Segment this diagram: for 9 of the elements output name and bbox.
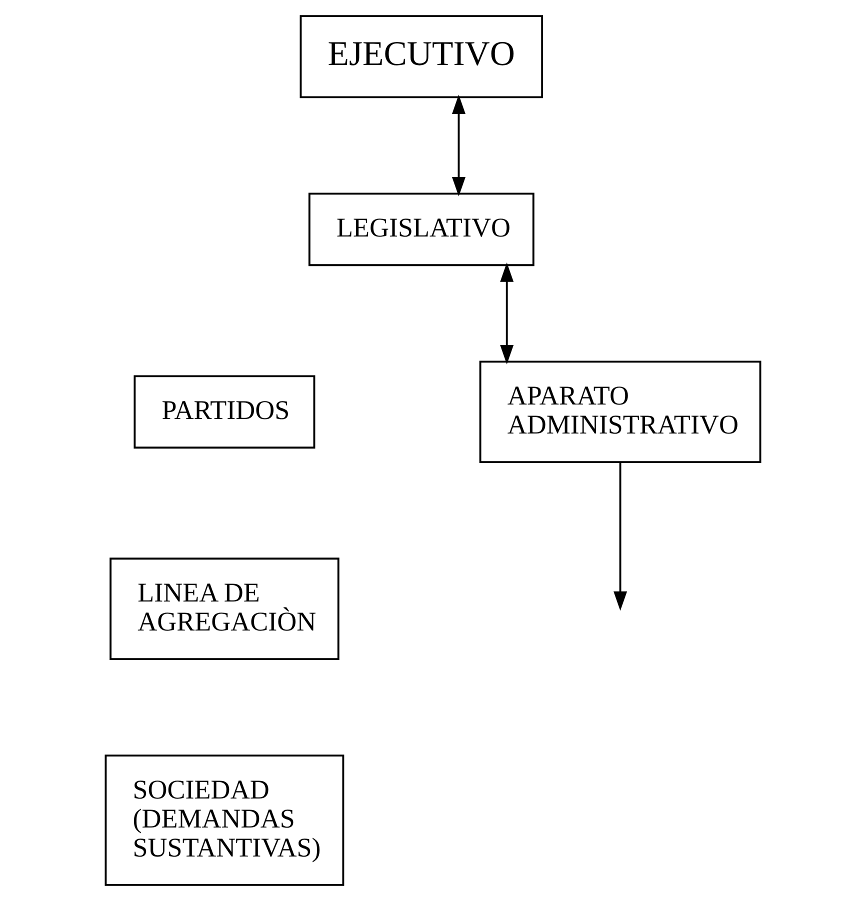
node-box: PARTIDOS	[134, 375, 316, 449]
node-box: LINEA DE AGREGACIÒN	[110, 558, 340, 660]
arrow	[452, 94, 466, 196]
node-box: APARATO ADMINISTRATIVO	[479, 360, 762, 464]
node-box: EJECUTIVO	[300, 15, 544, 98]
arrow	[614, 462, 628, 611]
node-box: LEGISLATIVO	[308, 192, 534, 266]
node-box: SOCIEDAD (DEMANDAS SUSTANTIVAS)	[104, 754, 344, 886]
arrow	[500, 262, 514, 364]
